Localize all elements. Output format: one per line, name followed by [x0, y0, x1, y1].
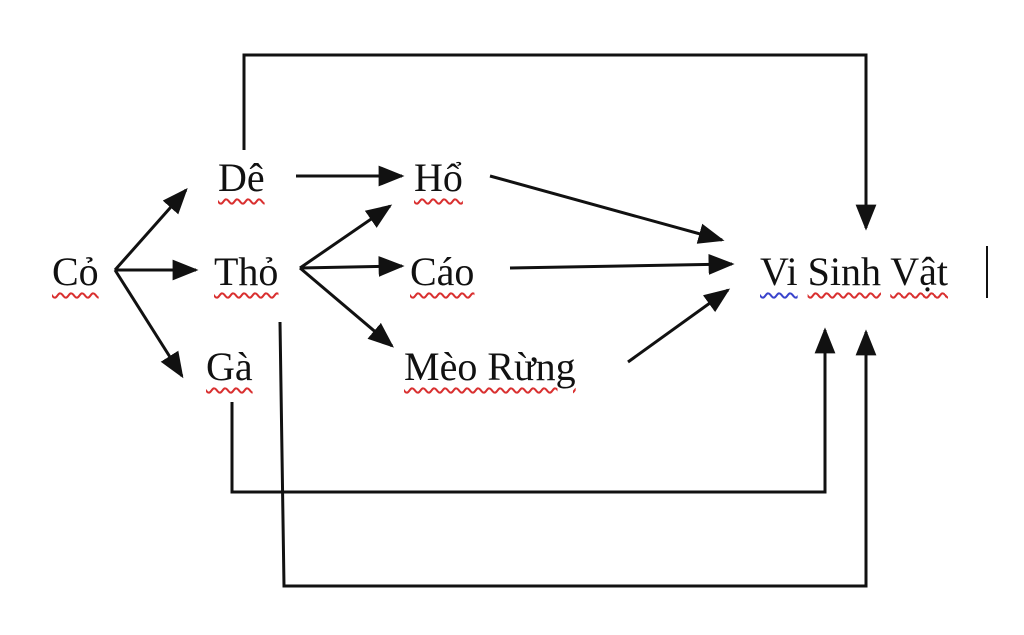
- arrow-ga-to-vsv: [230, 327, 836, 494]
- node-cao: Cáo: [410, 249, 475, 294]
- vsv-word-vat: Vật: [890, 249, 949, 294]
- node-co: Cỏ: [52, 249, 99, 294]
- arrow-co-to-ga: [113, 269, 184, 379]
- node-vi-sinh-vat: Vi Sinh Vật: [760, 252, 948, 292]
- arrow-tho-to-vsv: [278, 321, 877, 588]
- arrow-meo-rung-to-vsv: [627, 288, 731, 364]
- vsv-word-vi: Vi: [760, 249, 798, 294]
- node-tho: Thỏ: [214, 249, 279, 294]
- node-de: Dê: [218, 155, 265, 200]
- arrow-cao-to-vsv: [509, 254, 735, 275]
- node-ho: Hổ: [414, 155, 463, 200]
- node-meo-rung: Mèo Rừng: [404, 344, 576, 389]
- arrow-de-to-vsv: [242, 53, 877, 231]
- vsv-word-sinh: Sinh: [807, 249, 881, 294]
- text-cursor: [986, 246, 988, 298]
- arrow-tho-to-ho: [299, 204, 393, 270]
- arrow-tho-to-meo-rung: [299, 266, 394, 348]
- arrow-tho-to-cao: [299, 256, 405, 277]
- arrow-ho-to-vsv: [489, 174, 725, 244]
- node-ga: Gà: [206, 344, 253, 389]
- arrow-co-to-de: [113, 188, 188, 271]
